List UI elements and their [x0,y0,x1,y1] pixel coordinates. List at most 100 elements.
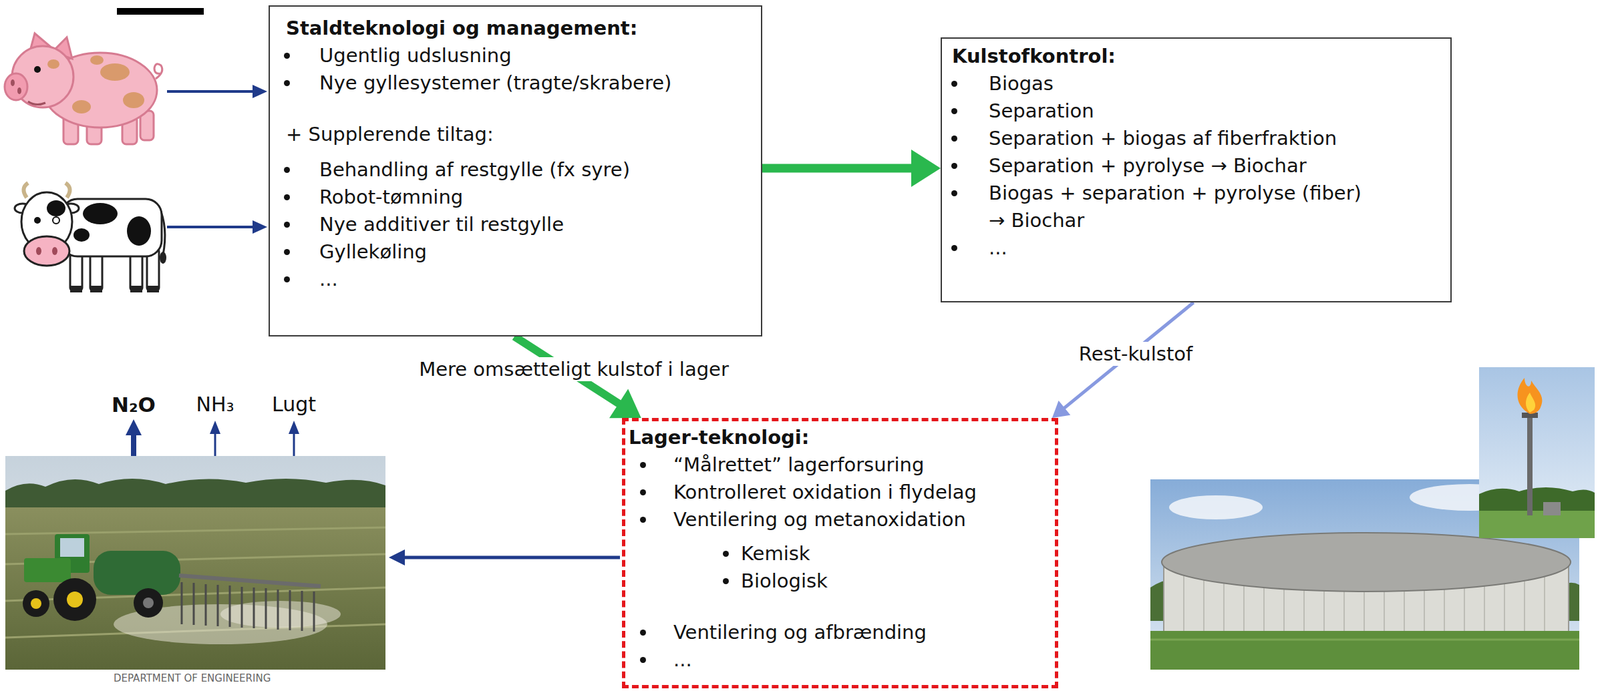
field-photo [5,456,386,671]
cow-illustration-part [61,199,162,257]
bullet-text: Gyllekøling [269,238,761,266]
cow-illustration-part [46,200,66,217]
cow-illustration-part [90,285,103,293]
cow-illustration-part [70,285,83,293]
scale-bar-part [116,8,204,15]
pig-illustration-part [10,79,15,87]
emission-arrow-part [125,419,142,436]
field-photo-part [30,598,42,610]
pig-illustration-part [72,100,91,114]
source-arrow-part [167,225,254,229]
field-photo-part [5,456,386,671]
bullet-dot [951,135,958,142]
flow-arrow [762,149,941,188]
bullet-dot [283,221,290,228]
gas-flare-photo-part [1543,502,1561,516]
bullet-text: Behandling af restgylle (fx syre) [269,156,761,184]
pig-illustration-part [34,66,41,73]
cow-illustration-part [52,217,60,224]
emission-label: NH₃ [195,392,234,418]
field-photo-part [133,588,164,618]
bullet-dot [283,167,290,174]
process-box: Kulstofkontrol:BiogasSeparationSeparatio… [940,37,1452,303]
bullet-dot [640,517,647,524]
storage-tank-photo-part [1150,631,1580,671]
bullet-text: Biogas [941,70,1373,98]
spreading-arrow-part [403,556,620,560]
field-photo-part [24,558,71,583]
bullet-text: Ventilering og afbrænding [625,619,1055,647]
box-heading: Staldteknologi og management: [269,14,761,43]
source-arrow-part [252,220,268,234]
pig-illustration-part [122,92,145,109]
sub-bullet-text: Kemisk [625,540,1055,568]
gas-flare-photo-part [1479,367,1595,539]
field-photo-part [220,601,341,628]
field-photo-part [53,578,97,622]
field-photo-part [60,538,85,558]
source-arrow [167,84,268,234]
bullet-text: Nye gyllesystemer (tragte/skrabere) [269,69,761,97]
storage-tank-photo-part [1169,495,1263,520]
bullet-dot [951,80,958,87]
bullet-dot [283,80,290,87]
sub-bullet-text: Biologisk [625,567,1055,596]
storage-tank-photo-part [1161,533,1571,592]
bullet-dot [283,52,290,59]
pig-illustration-part [154,64,163,79]
gas-flare-photo [1479,367,1595,539]
gas-flare-photo-part [1517,378,1543,415]
spreading-arrow-part [388,549,405,566]
emission-arrow-part [293,432,296,457]
arrow-head [1052,400,1071,419]
bullet-text: Ventilering og metanoxidation [625,506,1055,534]
spreading-arrow [388,549,620,566]
bullet-text: “Målrettet” lagerforsuring [625,451,1055,479]
pig-illustration [4,33,163,145]
box-heading: Kulstofkontrol: [941,42,1451,71]
cow-illustration-part [82,203,118,225]
emission-arrow-part [288,420,300,435]
bullet-text: Biogas + separation + pyrolyse (fiber) →… [941,179,1373,235]
gas-flare-photo-part [1527,416,1533,516]
bullet-dot [722,551,729,558]
storage-tank-photo-part [1150,639,1580,642]
gas-flare-photo-part [1479,511,1595,539]
cow-illustration-part [146,285,159,293]
scale-bar [116,8,204,15]
bullet-text: Ugentlig udslusning [269,42,761,70]
emission-arrow-part [130,434,137,457]
emission-arrow-part [209,420,221,435]
gas-flare-photo-part [1525,392,1536,413]
bullet-dot [951,163,958,170]
emission-label: N₂O [111,392,156,419]
arrow-head [911,149,941,188]
bullet-dot [951,245,958,252]
pig-illustration-part [100,63,130,81]
bullet-dot [640,462,647,469]
emission-arrow-part [214,432,217,457]
pig-illustration-part [90,55,104,65]
field-photo-part [66,591,83,608]
list-text: + Supplerende tiltag: [269,120,761,149]
cow-illustration-part [126,216,151,246]
pig-illustration-part [17,87,22,95]
arrow-shaft [762,164,913,174]
pig-illustration-part [28,101,46,105]
bullet-dot [722,578,729,585]
field-photo-part [181,582,314,632]
bullet-dot [283,276,290,283]
pig-illustration-part [4,73,28,101]
cow-illustration-part [34,217,41,224]
bullet-dot [283,194,290,201]
bullet-text: Nye additiver til restgylle [269,211,761,239]
cow-illustration-part [73,228,90,242]
bullet-text: Separation + biogas af fiberfraktion [941,124,1373,153]
cow-illustration-part [23,183,29,198]
bullet-dot [951,108,958,115]
footer-text: DEPARTMENT OF ENGINEERING [113,672,271,686]
pig-illustration-part [47,59,60,69]
bullet-dot [640,629,647,636]
bullet-text: ... [625,646,1055,675]
